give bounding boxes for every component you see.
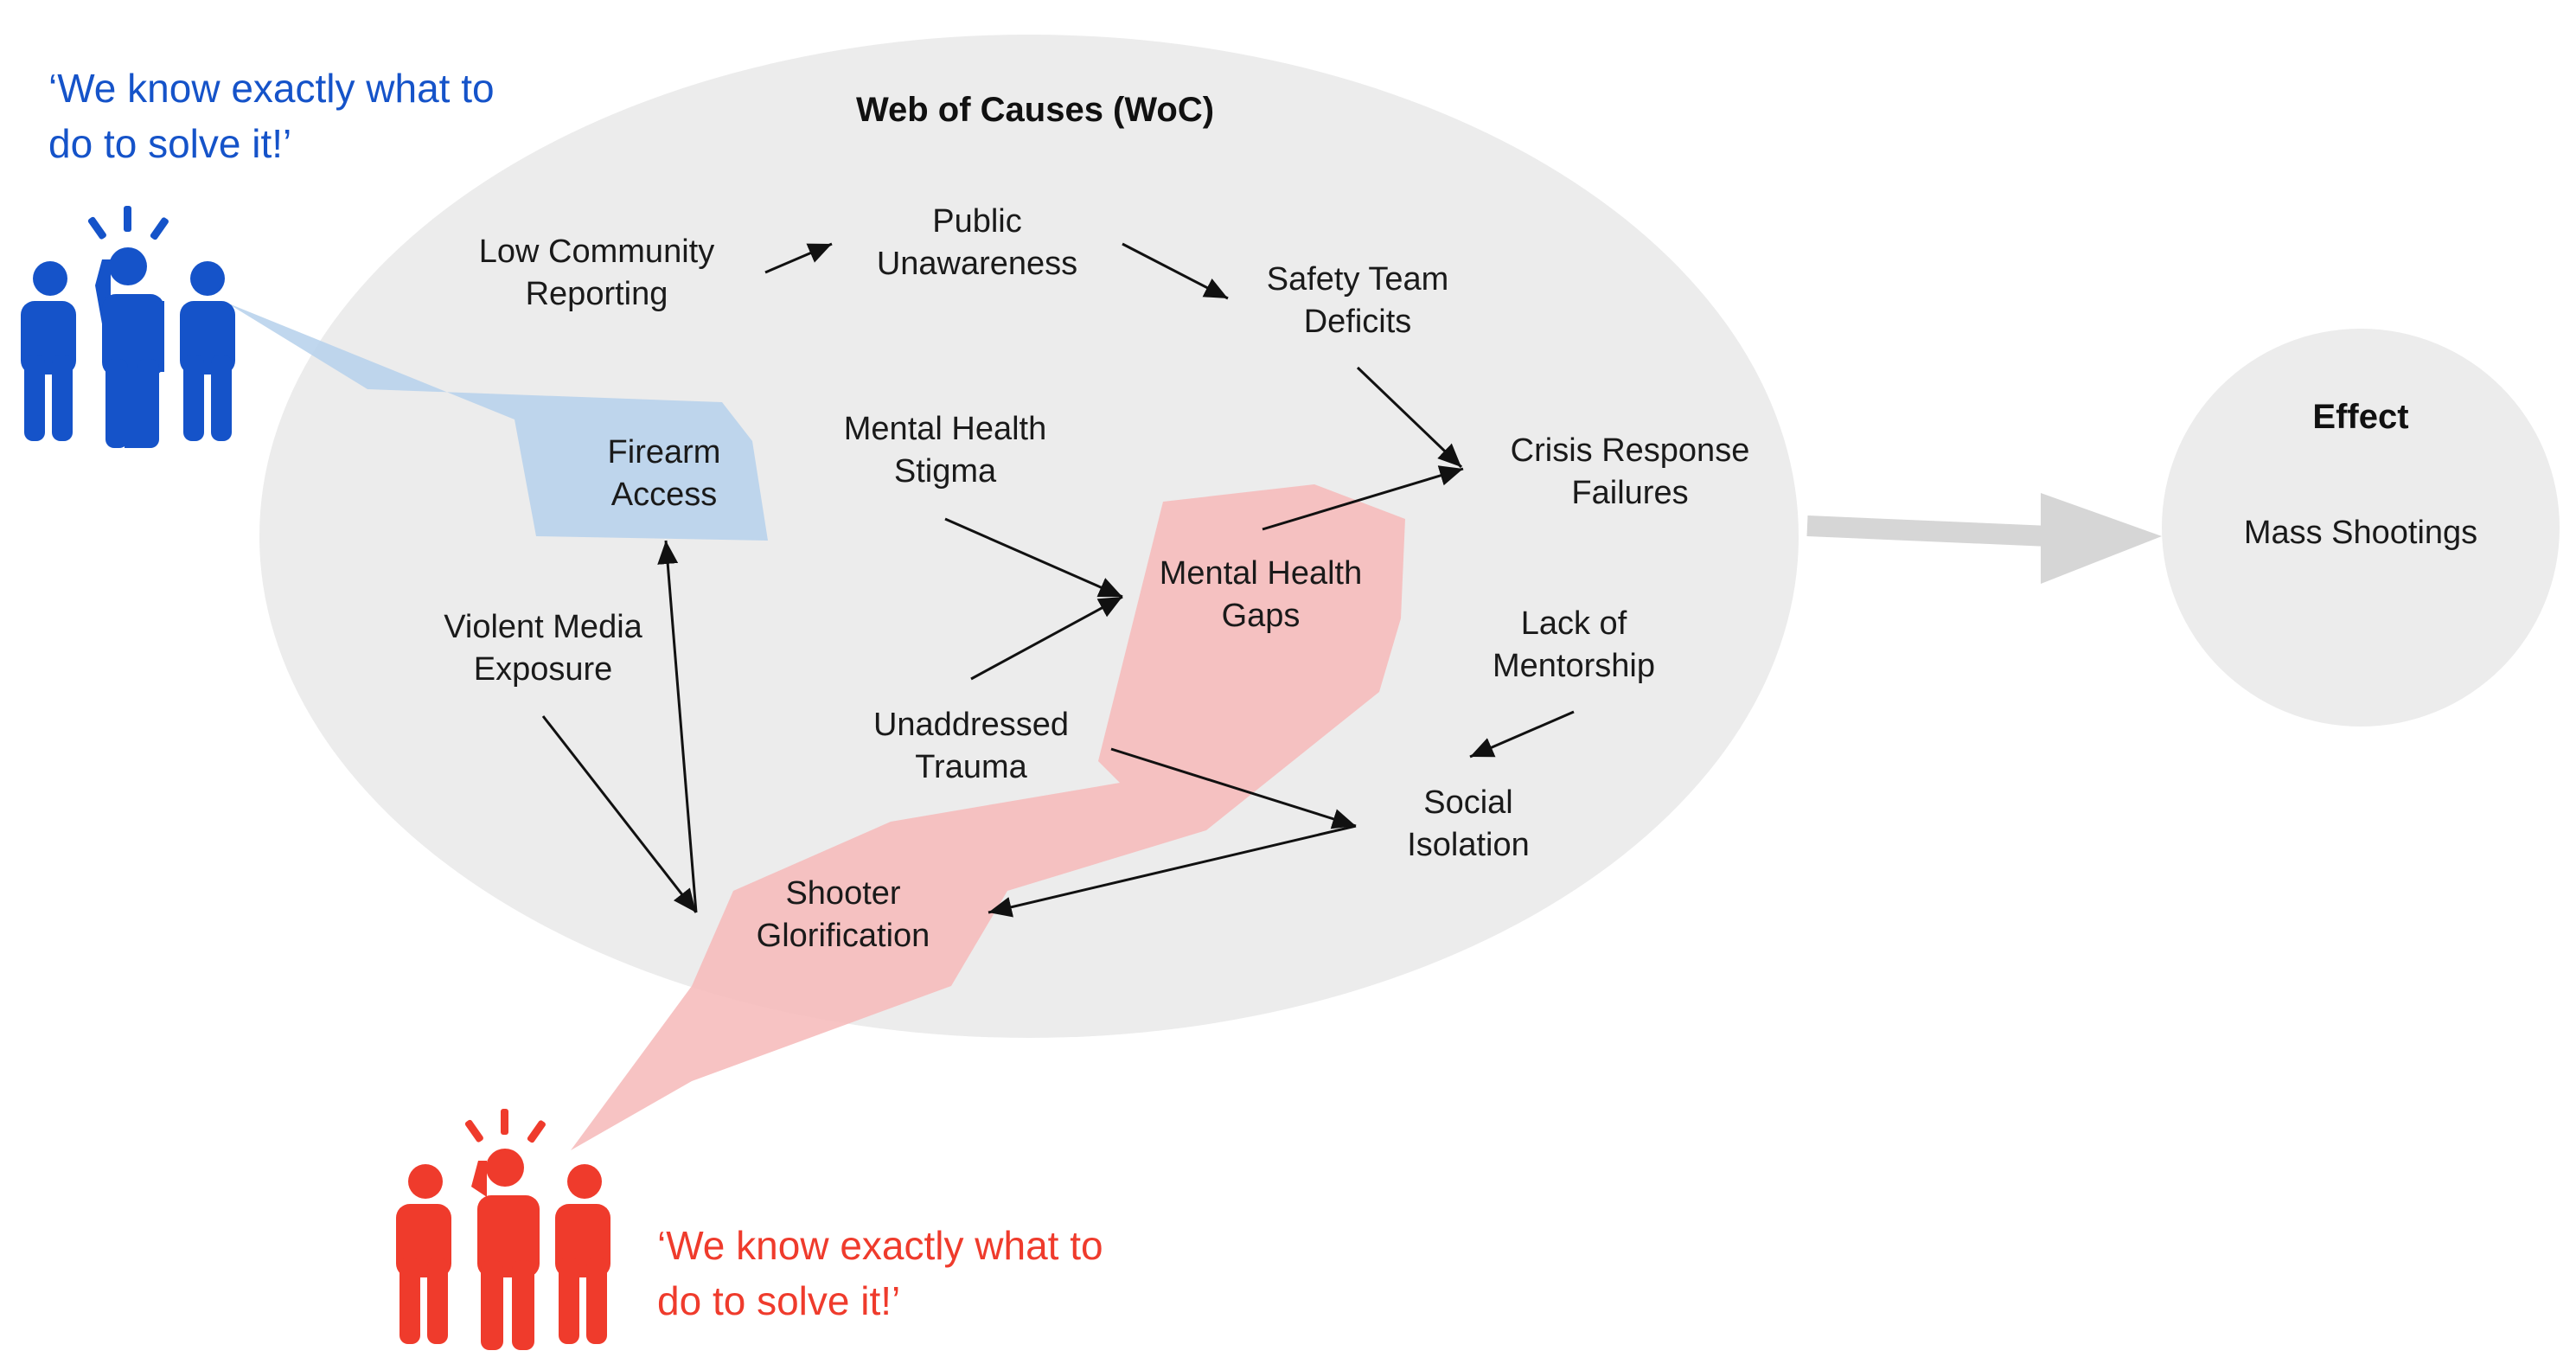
svg-text:Unawareness: Unawareness — [877, 246, 1077, 282]
node-safety-team-deficits: Safety Team Deficits — [1267, 261, 1449, 340]
svg-text:Mental Health: Mental Health — [1160, 555, 1362, 592]
svg-text:Crisis Response: Crisis Response — [1511, 432, 1750, 469]
node-shooter-glorification: Shooter Glorification — [757, 875, 930, 954]
svg-text:Failures: Failures — [1571, 475, 1688, 511]
red-group-of-people-icon — [396, 1109, 610, 1350]
svg-text:Violent Media: Violent Media — [444, 609, 642, 645]
svg-text:Mental Health: Mental Health — [844, 411, 1046, 447]
arrow-unawareness-to-safety-team — [1122, 242, 1229, 300]
blue-highlight-callout — [227, 303, 768, 541]
web-of-causes-title: Web of Causes (WoC) — [856, 91, 1214, 129]
arrow-isolation-to-glorification — [988, 824, 1357, 918]
arrow-mentorship-to-isolation — [1469, 710, 1575, 759]
causal-arrows — [541, 242, 1575, 918]
effect-title: Effect — [2312, 398, 2408, 436]
web-to-effect-arrow — [1806, 493, 2162, 584]
svg-text:Safety Team: Safety Team — [1267, 261, 1449, 298]
arrow-trauma-to-isolation — [1110, 747, 1357, 829]
arrow-reporting-to-unawareness — [764, 242, 833, 274]
node-crisis-response-failures: Crisis Response Failures — [1511, 432, 1750, 511]
svg-text:Mentorship: Mentorship — [1493, 648, 1655, 684]
svg-text:do to solve it!’: do to solve it!’ — [48, 121, 291, 166]
effect-circle — [2162, 329, 2560, 727]
node-violent-media-exposure: Violent Media Exposure — [444, 609, 642, 688]
effect-label: Mass Shootings — [2244, 515, 2477, 551]
arrow-trauma-to-gaps — [970, 595, 1123, 681]
node-public-unawareness: Public Unawareness — [877, 203, 1077, 282]
blue-quote: ‘We know exactly what to do to solve it!… — [48, 66, 495, 166]
arrow-media-to-glorification — [541, 715, 698, 913]
svg-text:do to solve it!’: do to solve it!’ — [657, 1278, 900, 1323]
svg-text:Glorification: Glorification — [757, 918, 930, 954]
svg-text:Trauma: Trauma — [915, 749, 1027, 785]
svg-text:Unaddressed: Unaddressed — [873, 707, 1069, 743]
node-mental-health-gaps: Mental Health Gaps — [1160, 555, 1362, 634]
arrow-gaps-to-crisis — [1262, 465, 1464, 531]
svg-text:Shooter: Shooter — [785, 875, 900, 912]
arrow-safety-team-to-crisis — [1356, 366, 1463, 469]
svg-text:Firearm: Firearm — [608, 434, 721, 471]
node-mental-health-stigma: Mental Health Stigma — [844, 411, 1046, 490]
svg-text:Exposure: Exposure — [474, 651, 613, 688]
red-quote: ‘We know exactly what to do to solve it!… — [657, 1223, 1103, 1323]
arrow-glorification-to-firearm — [657, 540, 698, 913]
svg-text:Gaps: Gaps — [1222, 598, 1301, 634]
blue-group-of-people-icon — [21, 206, 235, 448]
svg-text:‘We know exactly what to: ‘We know exactly what to — [657, 1223, 1103, 1268]
node-lack-of-mentorship: Lack of Mentorship — [1493, 605, 1655, 684]
svg-text:Deficits: Deficits — [1304, 304, 1412, 340]
svg-text:Lack of: Lack of — [1521, 605, 1627, 642]
node-low-community-reporting: Low Community Reporting — [479, 234, 714, 312]
svg-text:Isolation: Isolation — [1407, 827, 1530, 863]
svg-text:Access: Access — [611, 477, 717, 513]
node-firearm-access: Firearm Access — [608, 434, 721, 513]
svg-text:Public: Public — [932, 203, 1022, 240]
svg-text:‘We know exactly what to: ‘We know exactly what to — [48, 66, 495, 111]
svg-text:Reporting: Reporting — [526, 276, 668, 312]
red-highlight-callout — [571, 484, 1405, 1150]
web-of-causes-area — [259, 35, 1799, 1038]
node-unaddressed-trauma: Unaddressed Trauma — [873, 707, 1069, 785]
svg-text:Low Community: Low Community — [479, 234, 714, 270]
svg-text:Stigma: Stigma — [894, 453, 997, 490]
svg-text:Social: Social — [1423, 784, 1513, 821]
node-social-isolation: Social Isolation — [1407, 784, 1530, 863]
arrow-stigma-to-gaps — [944, 517, 1123, 599]
